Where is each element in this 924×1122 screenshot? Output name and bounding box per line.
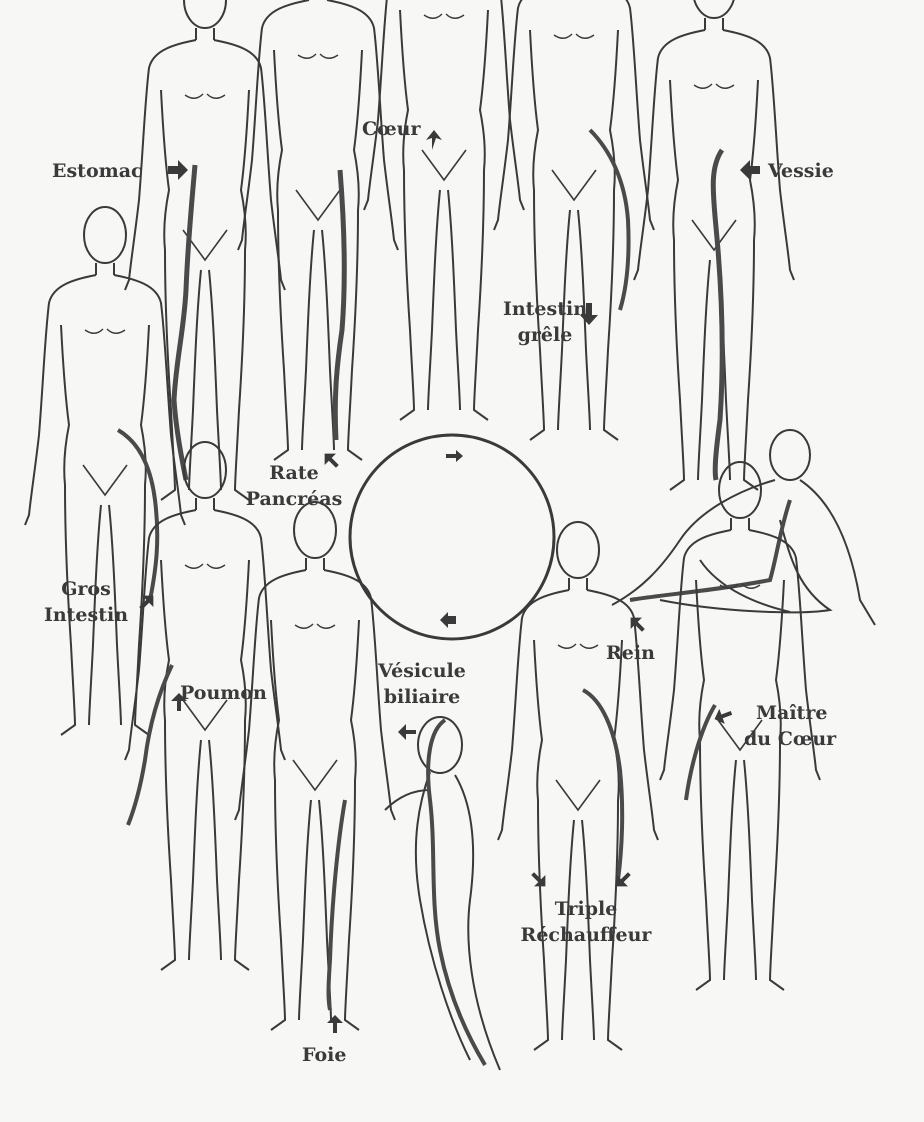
figure-foie: [235, 502, 395, 1030]
central-circle: [350, 435, 554, 639]
arrow-right-icon: [446, 450, 463, 462]
meridian-intestin-grele: [590, 130, 629, 310]
figure-rein: [612, 430, 875, 625]
figure-estomac: [125, 0, 285, 500]
label-maitre-du-coeur: Maître du Cœur: [744, 700, 836, 752]
pointer-arrows: [135, 130, 760, 1033]
arrow-up-icon: [327, 1015, 343, 1033]
figure-vessie: [634, 0, 794, 490]
arrow-left-icon: [398, 724, 416, 740]
label-intestin-grele: Intestin grêle: [500, 296, 590, 348]
label-rein: Rein: [606, 640, 655, 666]
label-coeur: Cœur: [362, 116, 420, 142]
arrow-up-icon: [135, 590, 159, 614]
figure-poumon: [125, 442, 285, 970]
label-estomac: Estomac: [52, 158, 143, 184]
figure-gros-intestin: [25, 207, 185, 735]
figure-vesicule-biliaire: [385, 717, 500, 1070]
label-vesicule-biliaire: Vésicule biliaire: [362, 658, 482, 710]
label-poumon: Poumon: [180, 680, 267, 706]
label-triple-rechauffeur: Triple Réchauffeur: [516, 896, 656, 948]
arrow-right-icon: [168, 160, 188, 180]
label-foie: Foie: [302, 1042, 346, 1068]
arrow-left-icon: [440, 612, 456, 628]
meridian-foie: [329, 800, 346, 1010]
arrow-down-icon: [611, 868, 635, 892]
arrow-up-icon: [625, 612, 649, 636]
arrow-left-icon: [740, 160, 760, 180]
meridian-rate: [335, 170, 344, 440]
label-rate-pancreas: Rate Pancréas: [234, 460, 354, 512]
meridian-vessie: [713, 150, 722, 480]
meridian-gros-intestin: [118, 430, 157, 600]
label-vessie: Vessie: [768, 158, 834, 184]
arrow-left-icon: [426, 130, 442, 150]
label-gros-intestin: Gros Intestin: [36, 576, 136, 628]
